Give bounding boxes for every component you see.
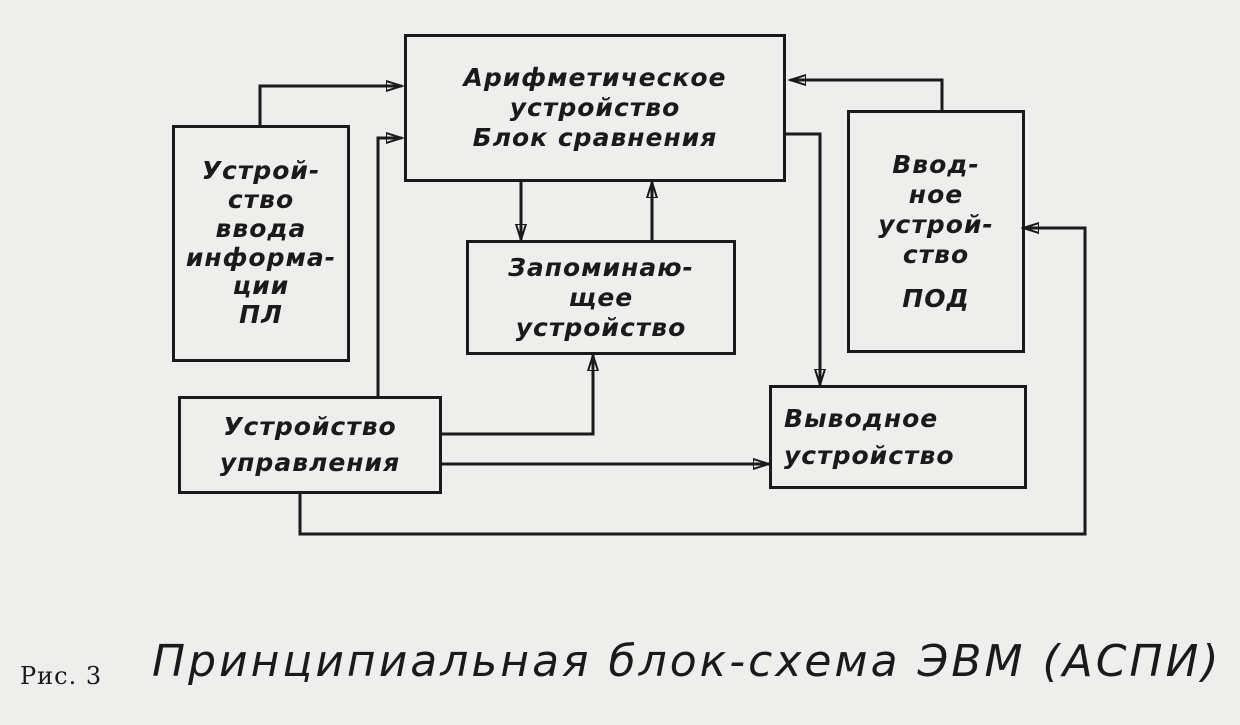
- input-device-pl-line-4: информа-: [185, 242, 337, 272]
- arrow-arithmetic-to-output: [785, 132, 820, 385]
- memory-unit-line-2: щее: [568, 282, 634, 312]
- input-device-pl-line-6: ПЛ: [239, 300, 283, 329]
- input-device-pod-line-2: ное: [908, 179, 964, 209]
- arrow-control-to-arithmetic: [376, 138, 402, 398]
- arithmetic-unit-line-3: Блок сравнения: [472, 123, 718, 152]
- output-device-label: Выводное устройство: [772, 388, 1024, 486]
- output-device-line-2: устройство: [784, 441, 955, 470]
- input-device-pl-line-2: ство: [227, 185, 295, 214]
- input-device-pod-line-5: ПОД: [902, 283, 970, 313]
- memory-unit-label: Запоминаю- щее устройство: [469, 243, 733, 352]
- figure-caption: Принципиальная блок-схема ЭВМ (АСПИ): [152, 636, 1222, 687]
- memory-unit-line-3: устройство: [515, 312, 687, 342]
- control-unit-line-2: управления: [219, 448, 401, 477]
- input-device-pl-block: Устрой- ство ввода информа- ции ПЛ: [172, 125, 350, 362]
- control-unit-line-1: Устройство: [223, 411, 397, 441]
- input-device-pl-line-1: Устрой-: [201, 156, 321, 186]
- input-device-pod-line-3: устрой-: [878, 209, 994, 239]
- output-device-line-1: Выводное: [784, 403, 939, 433]
- input-device-pod-block: Ввод- ное устрой- ство ПОД: [847, 110, 1025, 353]
- arrow-control-to-memory: [440, 355, 593, 436]
- memory-unit-block: Запоминаю- щее устройство: [466, 240, 736, 355]
- arrow-control-to-pod: [298, 228, 1087, 536]
- input-device-pl-label: Устрой- ство ввода информа- ции ПЛ: [175, 128, 347, 359]
- arithmetic-unit-label: Арифметическое устройство Блок сравнения: [407, 37, 783, 179]
- arithmetic-unit-block: Арифметическое устройство Блок сравнения: [404, 34, 786, 182]
- output-device-block: Выводное устройство: [769, 385, 1027, 489]
- input-device-pl-line-5: ции: [232, 271, 290, 301]
- input-device-pod-line-4: ство: [902, 239, 970, 269]
- arithmetic-unit-line-1: Арифметическое: [463, 63, 727, 92]
- arithmetic-unit-line-2: устройство: [509, 93, 681, 122]
- input-device-pod-label: Ввод- ное устрой- ство ПОД: [850, 113, 1022, 350]
- arrow-input-pl-to-arithmetic: [258, 86, 402, 127]
- control-unit-block: Устройство управления: [178, 396, 442, 494]
- arrow-pod-to-arithmetic: [790, 80, 944, 112]
- figure-number: Рис. 3: [20, 662, 103, 690]
- control-unit-label: Устройство управления: [181, 399, 439, 491]
- memory-unit-line-1: Запоминаю-: [508, 252, 694, 282]
- input-device-pod-line-1: Ввод-: [892, 149, 980, 179]
- input-device-pl-line-3: ввода: [215, 213, 307, 243]
